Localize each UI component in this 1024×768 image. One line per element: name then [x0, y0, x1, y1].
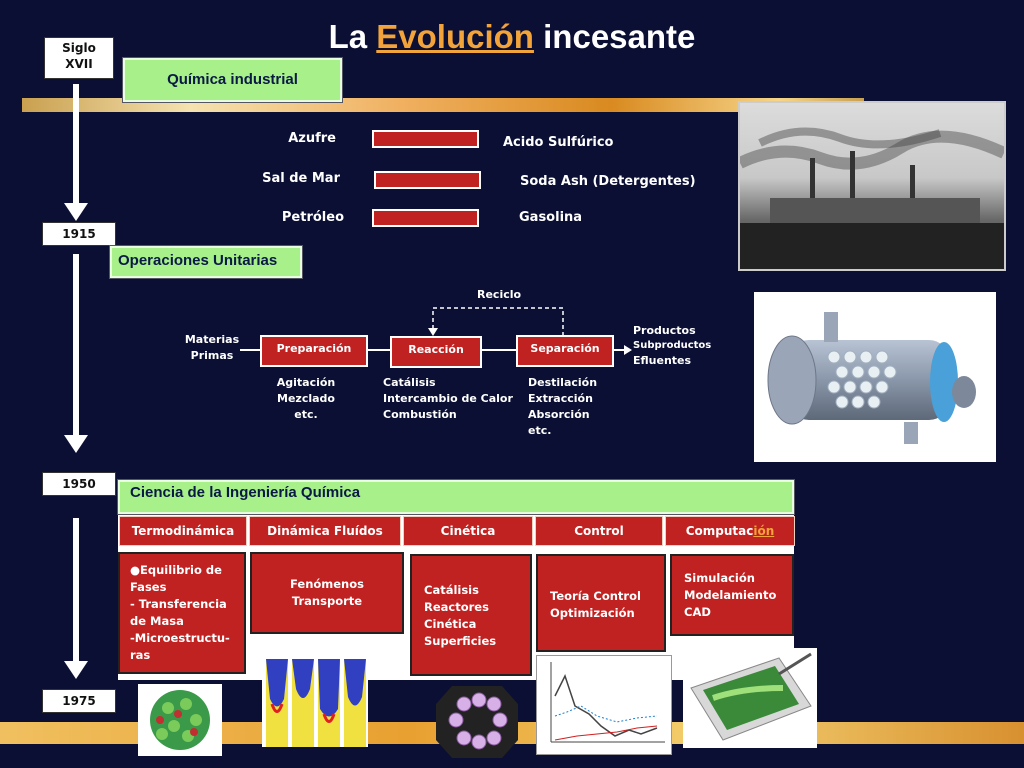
detail-cinetica: Catálisis Reactores Cinética Superficies [410, 554, 532, 676]
detail-line: Catálisis [424, 583, 479, 597]
detail-line: Reactores [424, 600, 489, 614]
react-item-1: Catálisis [383, 376, 436, 389]
detail-line: Simulación [684, 571, 755, 585]
col-computacion: Computación [665, 516, 795, 546]
recycle-line [428, 307, 564, 336]
flow-box-reaccion: Reacción [390, 336, 482, 368]
outputs-list: Productos Subproductos Efluentes [633, 323, 711, 369]
detail-termodinamica: ●Equilibrio de Fases - Transferencia de … [118, 552, 246, 674]
detail-line: Modelamiento [684, 588, 777, 602]
title-highlight: Evolución [376, 18, 534, 55]
detail-line: ras [130, 648, 151, 662]
detail-line: -Microestructu- [130, 631, 230, 645]
timeline-arrow-head-1 [64, 203, 88, 221]
timeline-arrow-head-3 [64, 661, 88, 679]
detail-control: Teoría Control Optimización [536, 554, 666, 652]
timeline-arrow-shaft-2 [73, 254, 79, 436]
factory-illustration [740, 127, 1004, 269]
prep-item-2: Mezclado [277, 392, 335, 405]
industrial-output-1: Acido Sulfúrico [503, 135, 614, 150]
year-siglo: Siglo [62, 41, 96, 55]
prep-items: Agitación Mezclado etc. [270, 375, 342, 423]
col-termodinamica: Termodinámica [119, 516, 247, 546]
year-xvii: XVII [65, 57, 93, 71]
prep-item-1: Agitación [276, 376, 336, 389]
catalyst-illustration [436, 686, 518, 758]
year-box-1915: 1915 [42, 222, 116, 246]
detail-line: CAD [684, 605, 711, 619]
output-productos: Productos [633, 324, 696, 337]
flow-line [240, 345, 632, 355]
detail-fluidos: Fenómenos Transporte [250, 552, 404, 634]
industrial-output-3: Gasolina [519, 210, 583, 225]
page-title: La Evolución incesante [0, 18, 1024, 56]
col-dinamica-fluidos: Dinámica Fluídos [249, 516, 401, 546]
detail-line: Teoría Control [550, 589, 641, 603]
flow-box-preparacion: Preparación [260, 335, 368, 367]
detail-line: ●Equilibrio de [130, 563, 222, 577]
detail-line: Cinética [424, 617, 477, 631]
output-subproductos: Subproductos [633, 340, 712, 351]
timeline-arrow-head-2 [64, 435, 88, 453]
industrial-input-2: Sal de Mar [262, 171, 340, 186]
prep-item-3: etc. [294, 408, 318, 421]
sep-item-3: Absorción [528, 408, 590, 421]
materias-primas: Materias Primas [180, 332, 244, 364]
col-cinetica: Cinética [403, 516, 533, 546]
heat-exchanger-illustration [767, 312, 976, 444]
sep-item-1: Destilación [528, 376, 598, 389]
sep-item-2: Extracción [528, 392, 593, 405]
industrial-header: Química industrial [123, 58, 342, 102]
title-prefix: La [328, 18, 377, 55]
factory-photo [738, 101, 1006, 271]
computacion-suffix: ión [753, 524, 775, 538]
detail-line: de Masa [130, 614, 184, 628]
fluid-simulation-illustration [266, 659, 366, 747]
industrial-bar-1 [372, 130, 479, 148]
react-item-3: Combustión [383, 408, 457, 421]
industrial-input-3: Petróleo [281, 210, 344, 225]
year-box-1950: 1950 [42, 472, 116, 496]
year-box-1975: 1975 [42, 689, 116, 713]
tablet-illustration [690, 652, 812, 741]
reciclo-label: Reciclo [477, 288, 522, 301]
tablet-image [683, 648, 817, 748]
unit-ops-header: Operaciones Unitarias [110, 246, 302, 278]
materias-label: Materias [184, 333, 240, 346]
react-items: Catálisis Intercambio de Calor Combustió… [383, 375, 513, 423]
fluid-simulation-image [262, 659, 368, 747]
title-suffix: incesante [533, 18, 696, 55]
detail-line: Superficies [424, 634, 497, 648]
optimization-plot-illustration [550, 662, 665, 743]
output-efluentes: Efluentes [633, 354, 692, 367]
science-header: Ciencia de la Ingeniería Química [118, 480, 794, 514]
sep-items: Destilación Extracción Absorción etc. [528, 375, 597, 439]
optimization-plot-image [536, 655, 672, 755]
industrial-input-1: Azufre [288, 131, 336, 146]
detail-computacion: Simulación Modelamiento CAD [670, 554, 794, 636]
detail-line: - Transferencia [130, 597, 227, 611]
computacion-prefix: Computac [685, 524, 754, 538]
industrial-bar-3 [372, 209, 479, 227]
detail-line: Fenómenos [290, 577, 364, 591]
react-item-2: Intercambio de Calor [383, 392, 513, 405]
flow-box-separacion: Separación [516, 335, 614, 367]
col-control: Control [535, 516, 663, 546]
year-box-xvii: Siglo XVII [44, 37, 114, 79]
detail-line: Fases [130, 580, 167, 594]
molecule-illustration [150, 690, 210, 750]
timeline-arrow-shaft-1 [73, 84, 79, 204]
primas-label: Primas [190, 349, 234, 362]
detail-line: Transporte [291, 594, 363, 608]
molecule-image [138, 684, 222, 756]
catalyst-image [434, 684, 520, 760]
timeline-arrow-shaft-3 [73, 518, 79, 662]
heat-exchanger-image [754, 292, 996, 462]
detail-line: Optimización [550, 606, 635, 620]
sep-item-4: etc. [528, 424, 552, 437]
industrial-output-2: Soda Ash (Detergentes) [520, 174, 696, 189]
industrial-bar-2 [374, 171, 481, 189]
